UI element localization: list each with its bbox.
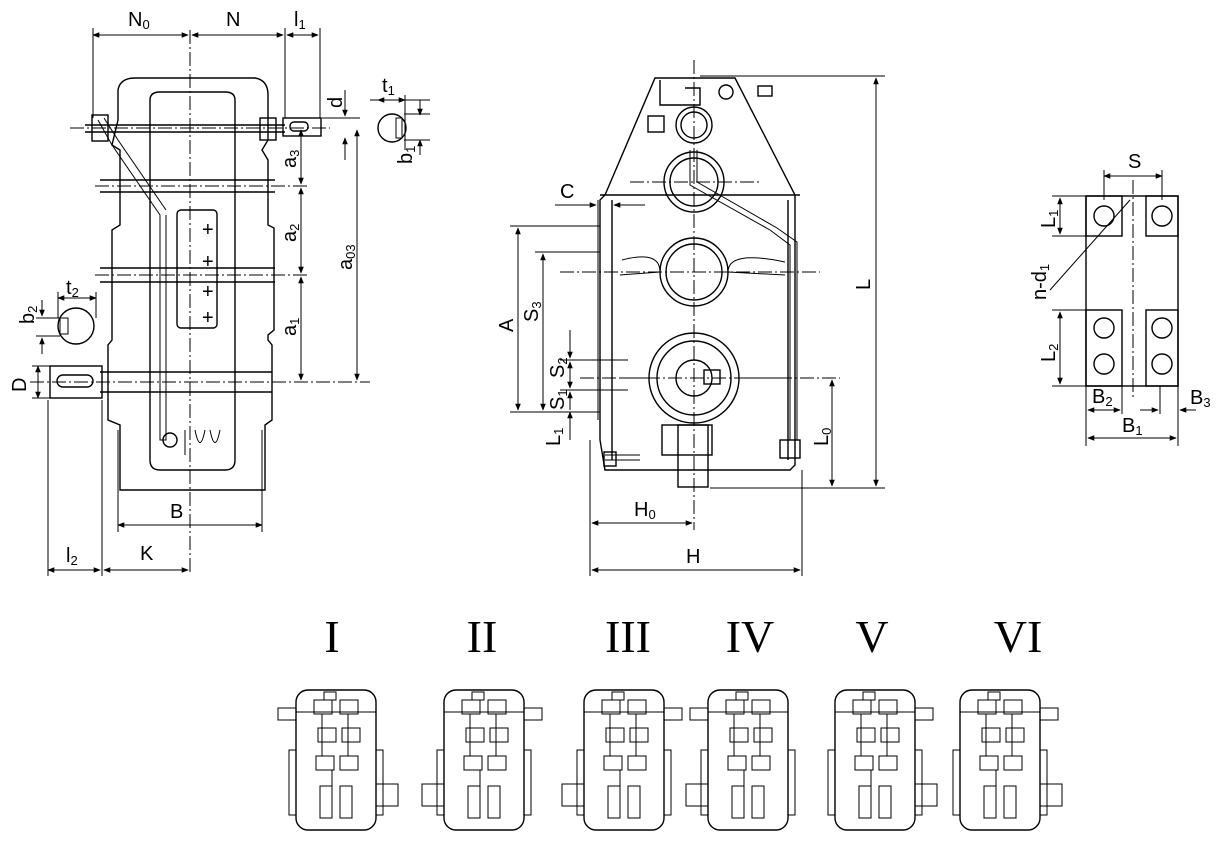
dim-D: D: [9, 378, 31, 392]
front-housing-outline: [107, 77, 275, 491]
foot-outline: [1085, 195, 1179, 387]
side-housing-outline: [599, 77, 796, 471]
type-label-VI: VI: [994, 611, 1043, 662]
plus-mark: +: [202, 307, 214, 329]
dim-B3: B3: [1190, 387, 1211, 410]
type-label-II: II: [467, 611, 498, 662]
dim-t1: t1: [382, 75, 395, 98]
dim-H: H: [686, 546, 700, 568]
dim-K: K: [140, 543, 154, 565]
front-view-labels: N0 N l1 d t1 b1 a3 a2 a03 a1 t2 b2 D B l…: [9, 9, 418, 568]
assembly-sketch: [685, 689, 796, 831]
type-label-III: III: [605, 611, 651, 662]
dim-C: C: [560, 181, 574, 203]
assembly-sketch: [277, 689, 399, 831]
dim-S1: S1: [547, 389, 570, 410]
dim-a1: a1: [279, 318, 302, 336]
dim-a3: a3: [279, 150, 302, 168]
dim-B1: B1: [1122, 415, 1143, 438]
dim-t2: t2: [66, 277, 79, 300]
assembly-sketch: [421, 689, 543, 831]
dim-L1-foot: L1: [1038, 210, 1061, 228]
assembly-sketch: [952, 689, 1063, 831]
dim-l1: l1: [294, 9, 306, 32]
front-view: [30, 30, 370, 575]
dim-S2: S2: [547, 357, 570, 378]
side-view-labels: C A S3 S2 S1 L1 L L0 H0 H: [496, 181, 875, 568]
dim-N0: N0: [128, 9, 150, 32]
dim-N: N: [226, 9, 240, 31]
plus-mark: +: [202, 219, 214, 241]
dim-nd1: n-d1: [1029, 264, 1052, 300]
type-label-I: I: [324, 611, 339, 662]
dim-L1-side: L1: [543, 428, 566, 446]
assembly-sketch: [561, 689, 683, 831]
dim-b2: b2: [17, 306, 40, 324]
shaft-section-top: [377, 113, 407, 143]
type-label-V: V: [855, 611, 888, 662]
dim-H0: H0: [634, 499, 656, 522]
assembly-sketch: [827, 689, 938, 831]
side-view: [560, 60, 840, 530]
foot-view-labels: S L1 n-d1 L2 B2 B3 B1: [1029, 151, 1211, 438]
dim-a2: a2: [279, 224, 302, 242]
dim-d: d: [325, 97, 347, 108]
type-label-IV: IV: [726, 611, 775, 662]
dim-A: A: [496, 318, 518, 332]
plus-mark: +: [202, 251, 214, 273]
foot-view: [1049, 170, 1196, 446]
dim-B: B: [170, 501, 183, 523]
dim-b1: b1: [395, 146, 418, 164]
front-inner-cavity: [149, 91, 236, 471]
front-view-dimensions: [32, 28, 430, 576]
dim-S: S: [1128, 151, 1141, 173]
shaft-section-bottom: [57, 307, 95, 345]
dim-L2: L2: [1038, 344, 1061, 362]
dim-a03: a03: [335, 244, 358, 270]
dim-L: L: [853, 279, 875, 290]
dim-B2: B2: [1092, 386, 1113, 409]
dim-L0: L0: [811, 428, 834, 446]
dim-S3: S3: [521, 301, 544, 322]
assembly-types: I II III IV V VI: [277, 611, 1063, 831]
plus-mark: +: [202, 281, 214, 303]
dim-l2: l2: [66, 545, 78, 568]
side-view-dimensions: [510, 75, 885, 576]
